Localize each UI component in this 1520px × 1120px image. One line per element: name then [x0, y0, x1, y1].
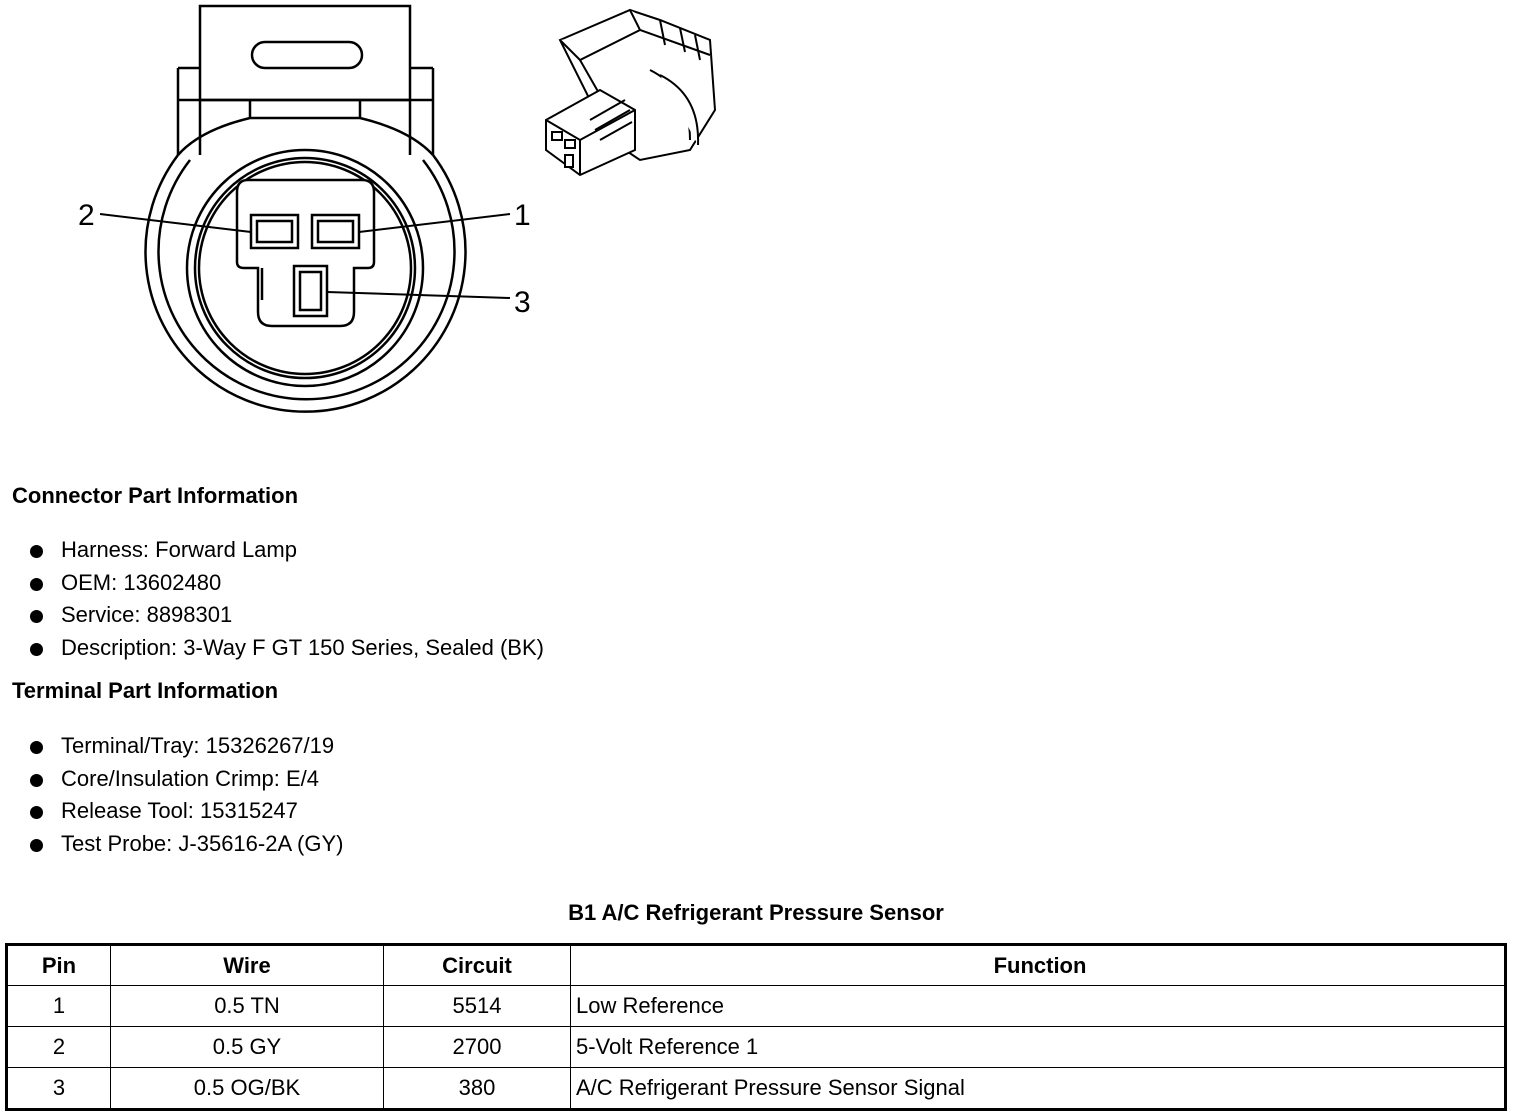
table-header-row: Pin Wire Circuit Function	[6, 944, 1506, 986]
connector-face-diagram	[99, 4, 511, 413]
cell-pin: 3	[6, 1067, 111, 1110]
list-item: Test Probe: J-35616-2A (GY)	[30, 828, 343, 861]
header-wire: Wire	[110, 944, 384, 986]
cell-wire: 0.5 TN	[110, 985, 384, 1027]
cell-wire: 0.5 OG/BK	[110, 1067, 384, 1110]
table-title: B1 A/C Refrigerant Pressure Sensor	[568, 900, 944, 925]
header-function: Function	[570, 944, 1506, 986]
cell-function: 5-Volt Reference 1	[570, 1026, 1506, 1068]
table-row: 2 0.5 GY 2700 5-Volt Reference 1	[6, 1026, 1506, 1068]
cell-wire: 0.5 GY	[110, 1026, 384, 1068]
list-item: Terminal/Tray: 15326267/19	[30, 730, 343, 763]
terminal-part-info-title: Terminal Part Information	[12, 678, 279, 703]
pin-label-2: 2	[78, 199, 95, 232]
cell-circuit: 380	[383, 1067, 571, 1110]
table-row: 3 0.5 OG/BK 380 A/C Refrigerant Pressure…	[6, 1067, 1506, 1110]
pin-label-1: 1	[514, 199, 531, 232]
pinout-table: Pin Wire Circuit Function 1 0.5 TN 5514 …	[5, 943, 1507, 1111]
cell-circuit: 2700	[383, 1026, 571, 1068]
terminal-part-info-list: Terminal/Tray: 15326267/19 Core/Insulati…	[30, 730, 343, 861]
cell-function: Low Reference	[570, 985, 1506, 1027]
list-item: Release Tool: 15315247	[30, 795, 343, 828]
cell-circuit: 5514	[383, 985, 571, 1027]
list-item: Core/Insulation Crimp: E/4	[30, 763, 343, 796]
cell-pin: 2	[6, 1026, 111, 1068]
cell-function: A/C Refrigerant Pressure Sensor Signal	[570, 1067, 1506, 1110]
list-item: OEM: 13602480	[30, 567, 544, 600]
connector-part-info-list: Harness: Forward Lamp OEM: 13602480 Serv…	[30, 534, 544, 665]
connector-part-info-title: Connector Part Information	[12, 483, 299, 508]
header-pin: Pin	[6, 944, 111, 986]
table-row: 1 0.5 TN 5514 Low Reference	[6, 985, 1506, 1027]
pin-label-3: 3	[514, 286, 531, 319]
list-item: Service: 8898301	[30, 599, 544, 632]
connector-isometric-illustration	[545, 8, 717, 177]
cell-pin: 1	[6, 985, 111, 1027]
list-item: Harness: Forward Lamp	[30, 534, 544, 567]
header-circuit: Circuit	[383, 944, 571, 986]
list-item: Description: 3-Way F GT 150 Series, Seal…	[30, 632, 544, 665]
